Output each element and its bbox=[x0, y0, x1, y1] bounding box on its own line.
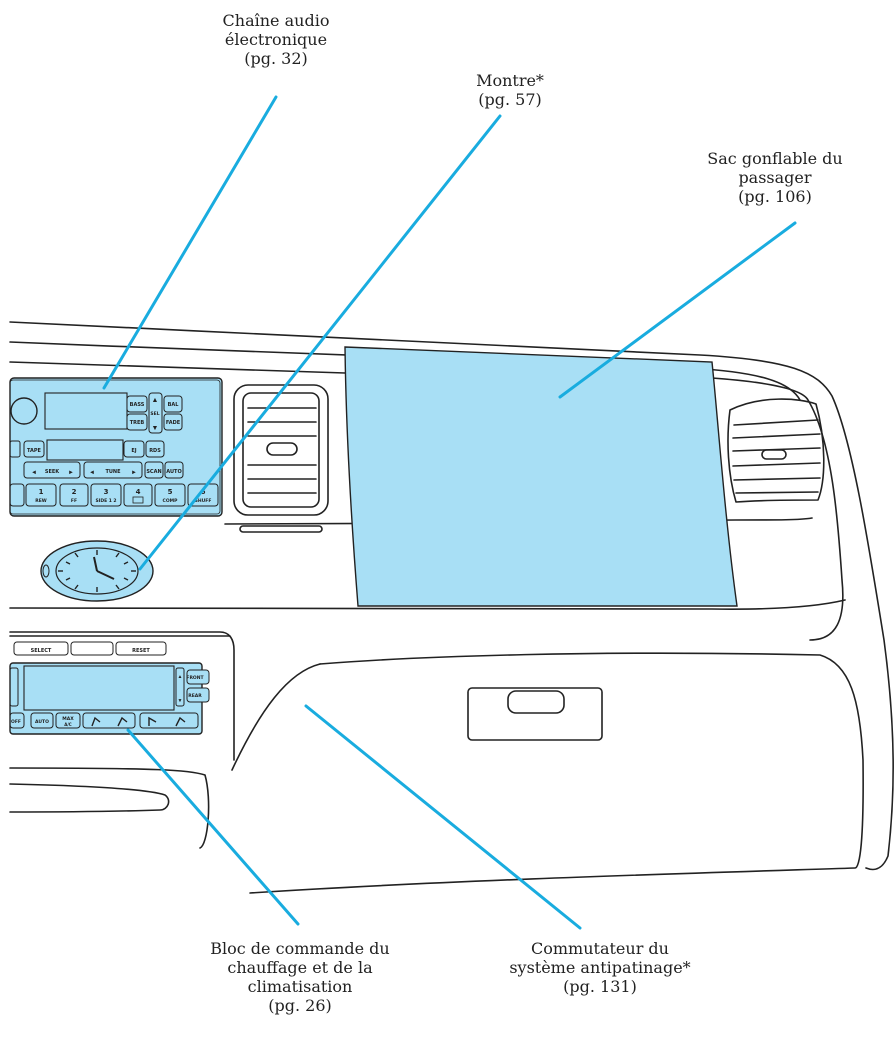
traction-label-line-1: Commutateur du bbox=[531, 939, 669, 958]
dash-top-outline bbox=[9, 321, 894, 871]
lower-curve-2 bbox=[9, 783, 170, 813]
climate-label-line-1: Bloc de commande du bbox=[210, 939, 390, 958]
preset-5-num: 5 bbox=[168, 488, 173, 496]
lower-curve bbox=[9, 767, 210, 849]
airbag-callout-line bbox=[558, 221, 797, 399]
center-vent-outer bbox=[233, 384, 329, 516]
climate-auto-button: AUTO bbox=[35, 719, 49, 725]
reset-button: RESET bbox=[132, 648, 150, 654]
climate-callout-line bbox=[126, 728, 300, 926]
rear-defrost-button: REAR bbox=[188, 693, 202, 699]
audio-label-line-3: (pg. 32) bbox=[244, 49, 308, 68]
select-button: SELECT bbox=[31, 648, 52, 654]
clock-label-line-2: (pg. 57) bbox=[478, 90, 542, 109]
rds-button: RDS bbox=[149, 448, 161, 454]
auto-button: AUTO bbox=[166, 469, 181, 475]
clock-callout-label: Montre* (pg. 57) bbox=[450, 71, 570, 109]
svg-text:◄: ◄ bbox=[89, 470, 95, 476]
airflow-mode-icons bbox=[91, 716, 186, 727]
sel-label: SEL bbox=[150, 411, 159, 417]
clock-label-line-1: Montre* bbox=[476, 71, 544, 90]
svg-text:▲: ▲ bbox=[152, 396, 159, 404]
dash-trim-line bbox=[9, 361, 346, 374]
preset-2-sub: FF bbox=[71, 498, 77, 504]
analog-clock bbox=[40, 540, 154, 602]
fade-button: FADE bbox=[166, 420, 181, 426]
clock-callout-line bbox=[138, 114, 502, 571]
treb-button: TREB bbox=[130, 420, 145, 426]
traction-callout-label: Commutateur du système antipatinage* (pg… bbox=[500, 939, 700, 996]
svg-text:►: ► bbox=[131, 470, 137, 476]
seek-button: SEEK bbox=[45, 469, 60, 475]
audio-label-line-2: électronique bbox=[224, 30, 328, 49]
traction-callout-line bbox=[304, 704, 582, 930]
tape-button: TAPE bbox=[27, 448, 42, 454]
glovebox-handle bbox=[467, 687, 603, 741]
svg-text:◄: ◄ bbox=[31, 470, 37, 476]
audio-label-line-1: Chaîne audio bbox=[222, 11, 330, 30]
climate-label-line-3: climatisation bbox=[247, 977, 353, 996]
traction-label-line-3: (pg. 131) bbox=[563, 977, 637, 996]
glovebox-handle-inner bbox=[507, 690, 565, 714]
svg-text:▼: ▼ bbox=[178, 699, 183, 704]
preset-6-sub: SHUFF bbox=[195, 498, 212, 504]
preset-5-sub: COMP bbox=[163, 498, 179, 504]
airbag-label-line-2: passager bbox=[738, 168, 812, 187]
airbag-area bbox=[344, 346, 738, 607]
preset-1-num: 1 bbox=[39, 488, 44, 496]
preset-3-sub: SIDE 1 2 bbox=[95, 498, 116, 504]
climate-surround bbox=[9, 631, 235, 761]
audio-system-panel: BASS TREB SEL BAL FADE ▲ ▼ TAPE EJ RDS S… bbox=[9, 377, 223, 517]
bass-button: BASS bbox=[130, 402, 145, 408]
preset-3-num: 3 bbox=[104, 488, 109, 496]
dash-lower-line bbox=[9, 599, 846, 610]
audio-callout-label: Chaîne audio électronique (pg. 32) bbox=[206, 11, 346, 68]
preset-2-num: 2 bbox=[72, 488, 77, 496]
svg-text:▼: ▼ bbox=[152, 424, 159, 432]
climate-callout-label: Bloc de commande du chauffage et de la c… bbox=[190, 939, 410, 1015]
audio-callout-line bbox=[102, 95, 278, 390]
max-ac-button: MAX bbox=[62, 716, 74, 722]
center-vent-slot bbox=[239, 525, 323, 533]
glovebox-inner bbox=[231, 663, 321, 771]
glovebox-outline bbox=[249, 652, 864, 894]
climate-control-panel: SELECT RESET ▲ ▼ FRONT REAR OFF AUTO MAX… bbox=[9, 641, 210, 735]
dash-right-curve bbox=[711, 377, 844, 641]
right-vent-outer bbox=[727, 398, 825, 503]
preset-4-num: 4 bbox=[136, 488, 141, 496]
svg-text:►: ► bbox=[68, 470, 74, 476]
airbag-label-line-3: (pg. 106) bbox=[738, 187, 812, 206]
scan-button: SCAN bbox=[146, 469, 161, 475]
airbag-callout-label: Sac gonflable du passager (pg. 106) bbox=[685, 149, 865, 206]
climate-label-line-2: chauffage et de la bbox=[227, 958, 373, 977]
tune-button: TUNE bbox=[105, 469, 121, 475]
center-vent-inner bbox=[242, 392, 320, 508]
climate-label-line-4: (pg. 26) bbox=[268, 996, 332, 1015]
svg-text:▲: ▲ bbox=[178, 675, 183, 680]
max-ac-sub: A/C bbox=[64, 722, 72, 727]
preset-1-sub: REW bbox=[35, 498, 47, 504]
traction-label-line-2: système antipatinage* bbox=[509, 958, 691, 977]
airbag-label-line-1: Sac gonflable du bbox=[707, 149, 843, 168]
eject-button: EJ bbox=[131, 448, 136, 454]
bal-button: BAL bbox=[168, 402, 180, 408]
front-defrost-button: FRONT bbox=[186, 675, 204, 681]
off-button: OFF bbox=[11, 719, 21, 725]
